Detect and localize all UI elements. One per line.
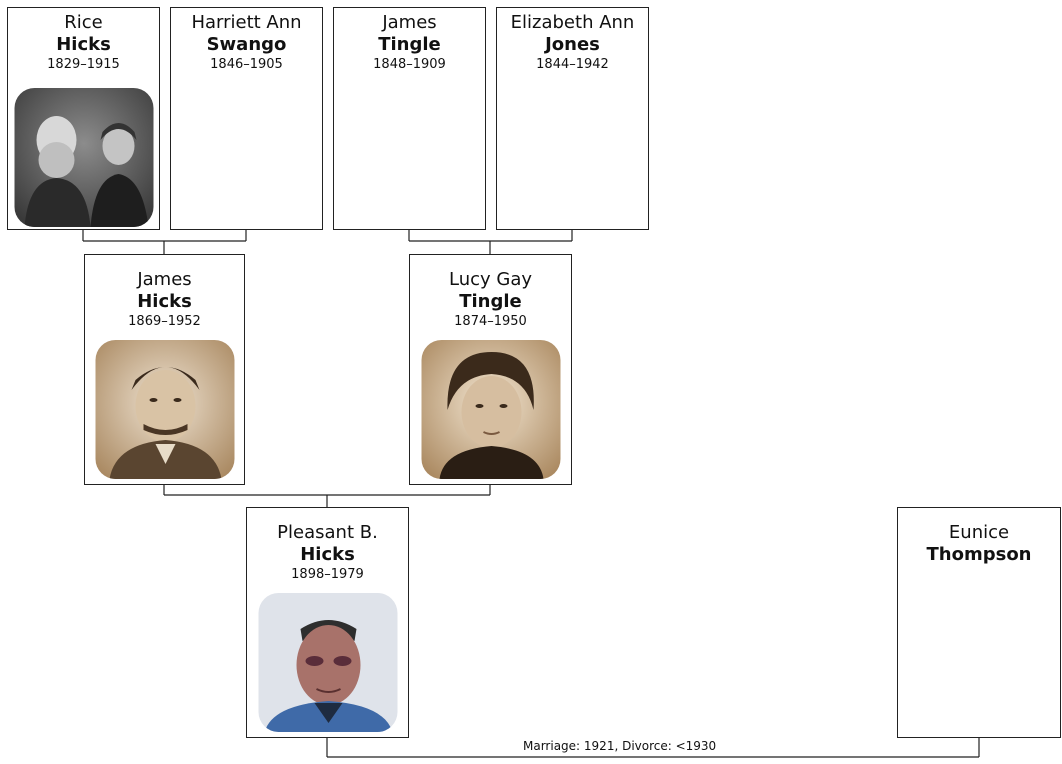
- surname: Hicks: [56, 34, 111, 55]
- person-card-pleasant-hicks[interactable]: Pleasant B. Hicks 1898–1979: [246, 507, 409, 738]
- surname: Thompson: [926, 544, 1032, 565]
- person-card-eunice-thompson[interactable]: Eunice Thompson: [897, 507, 1061, 738]
- person-card-james-tingle[interactable]: James Tingle 1848–1909: [333, 7, 486, 230]
- person-card-rice-hicks[interactable]: Rice Hicks 1829–1915: [7, 7, 160, 230]
- man-portrait-photo[interactable]: [95, 340, 234, 479]
- given-name: James: [137, 269, 192, 290]
- woman-portrait-photo[interactable]: [421, 340, 560, 479]
- life-years: 1829–1915: [47, 57, 120, 72]
- life-years: 1846–1905: [210, 57, 283, 72]
- person-card-james-hicks[interactable]: James Hicks 1869–1952: [84, 254, 245, 485]
- given-name: Eunice: [948, 522, 1010, 543]
- given-name: Rice: [64, 12, 103, 33]
- given-name: James: [382, 12, 437, 33]
- surname: Swango: [206, 34, 287, 55]
- marriage-label: Marriage: 1921, Divorce: <1930: [521, 739, 719, 753]
- person-card-lucy-tingle[interactable]: Lucy Gay Tingle 1874–1950: [409, 254, 572, 485]
- surname: Jones: [545, 34, 600, 55]
- given-name: Harriett Ann: [191, 12, 302, 33]
- life-years: 1874–1950: [454, 314, 527, 329]
- surname: Tingle: [378, 34, 441, 55]
- given-name: Elizabeth Ann: [510, 12, 635, 33]
- life-years: 1898–1979: [291, 567, 364, 582]
- surname: Tingle: [459, 291, 522, 312]
- person-card-harriett-swango[interactable]: Harriett Ann Swango 1846–1905: [170, 7, 323, 230]
- surname: Hicks: [137, 291, 192, 312]
- life-years: 1869–1952: [128, 314, 201, 329]
- life-years: 1844–1942: [536, 57, 609, 72]
- given-name: Lucy Gay: [448, 269, 533, 290]
- elderly-man-portrait-photo[interactable]: [258, 593, 397, 732]
- life-years: 1848–1909: [373, 57, 446, 72]
- surname: Hicks: [300, 544, 355, 565]
- person-card-elizabeth-jones[interactable]: Elizabeth Ann Jones 1844–1942: [496, 7, 649, 230]
- couple-portrait-photo[interactable]: [14, 88, 153, 227]
- given-name: Pleasant B.: [277, 522, 378, 543]
